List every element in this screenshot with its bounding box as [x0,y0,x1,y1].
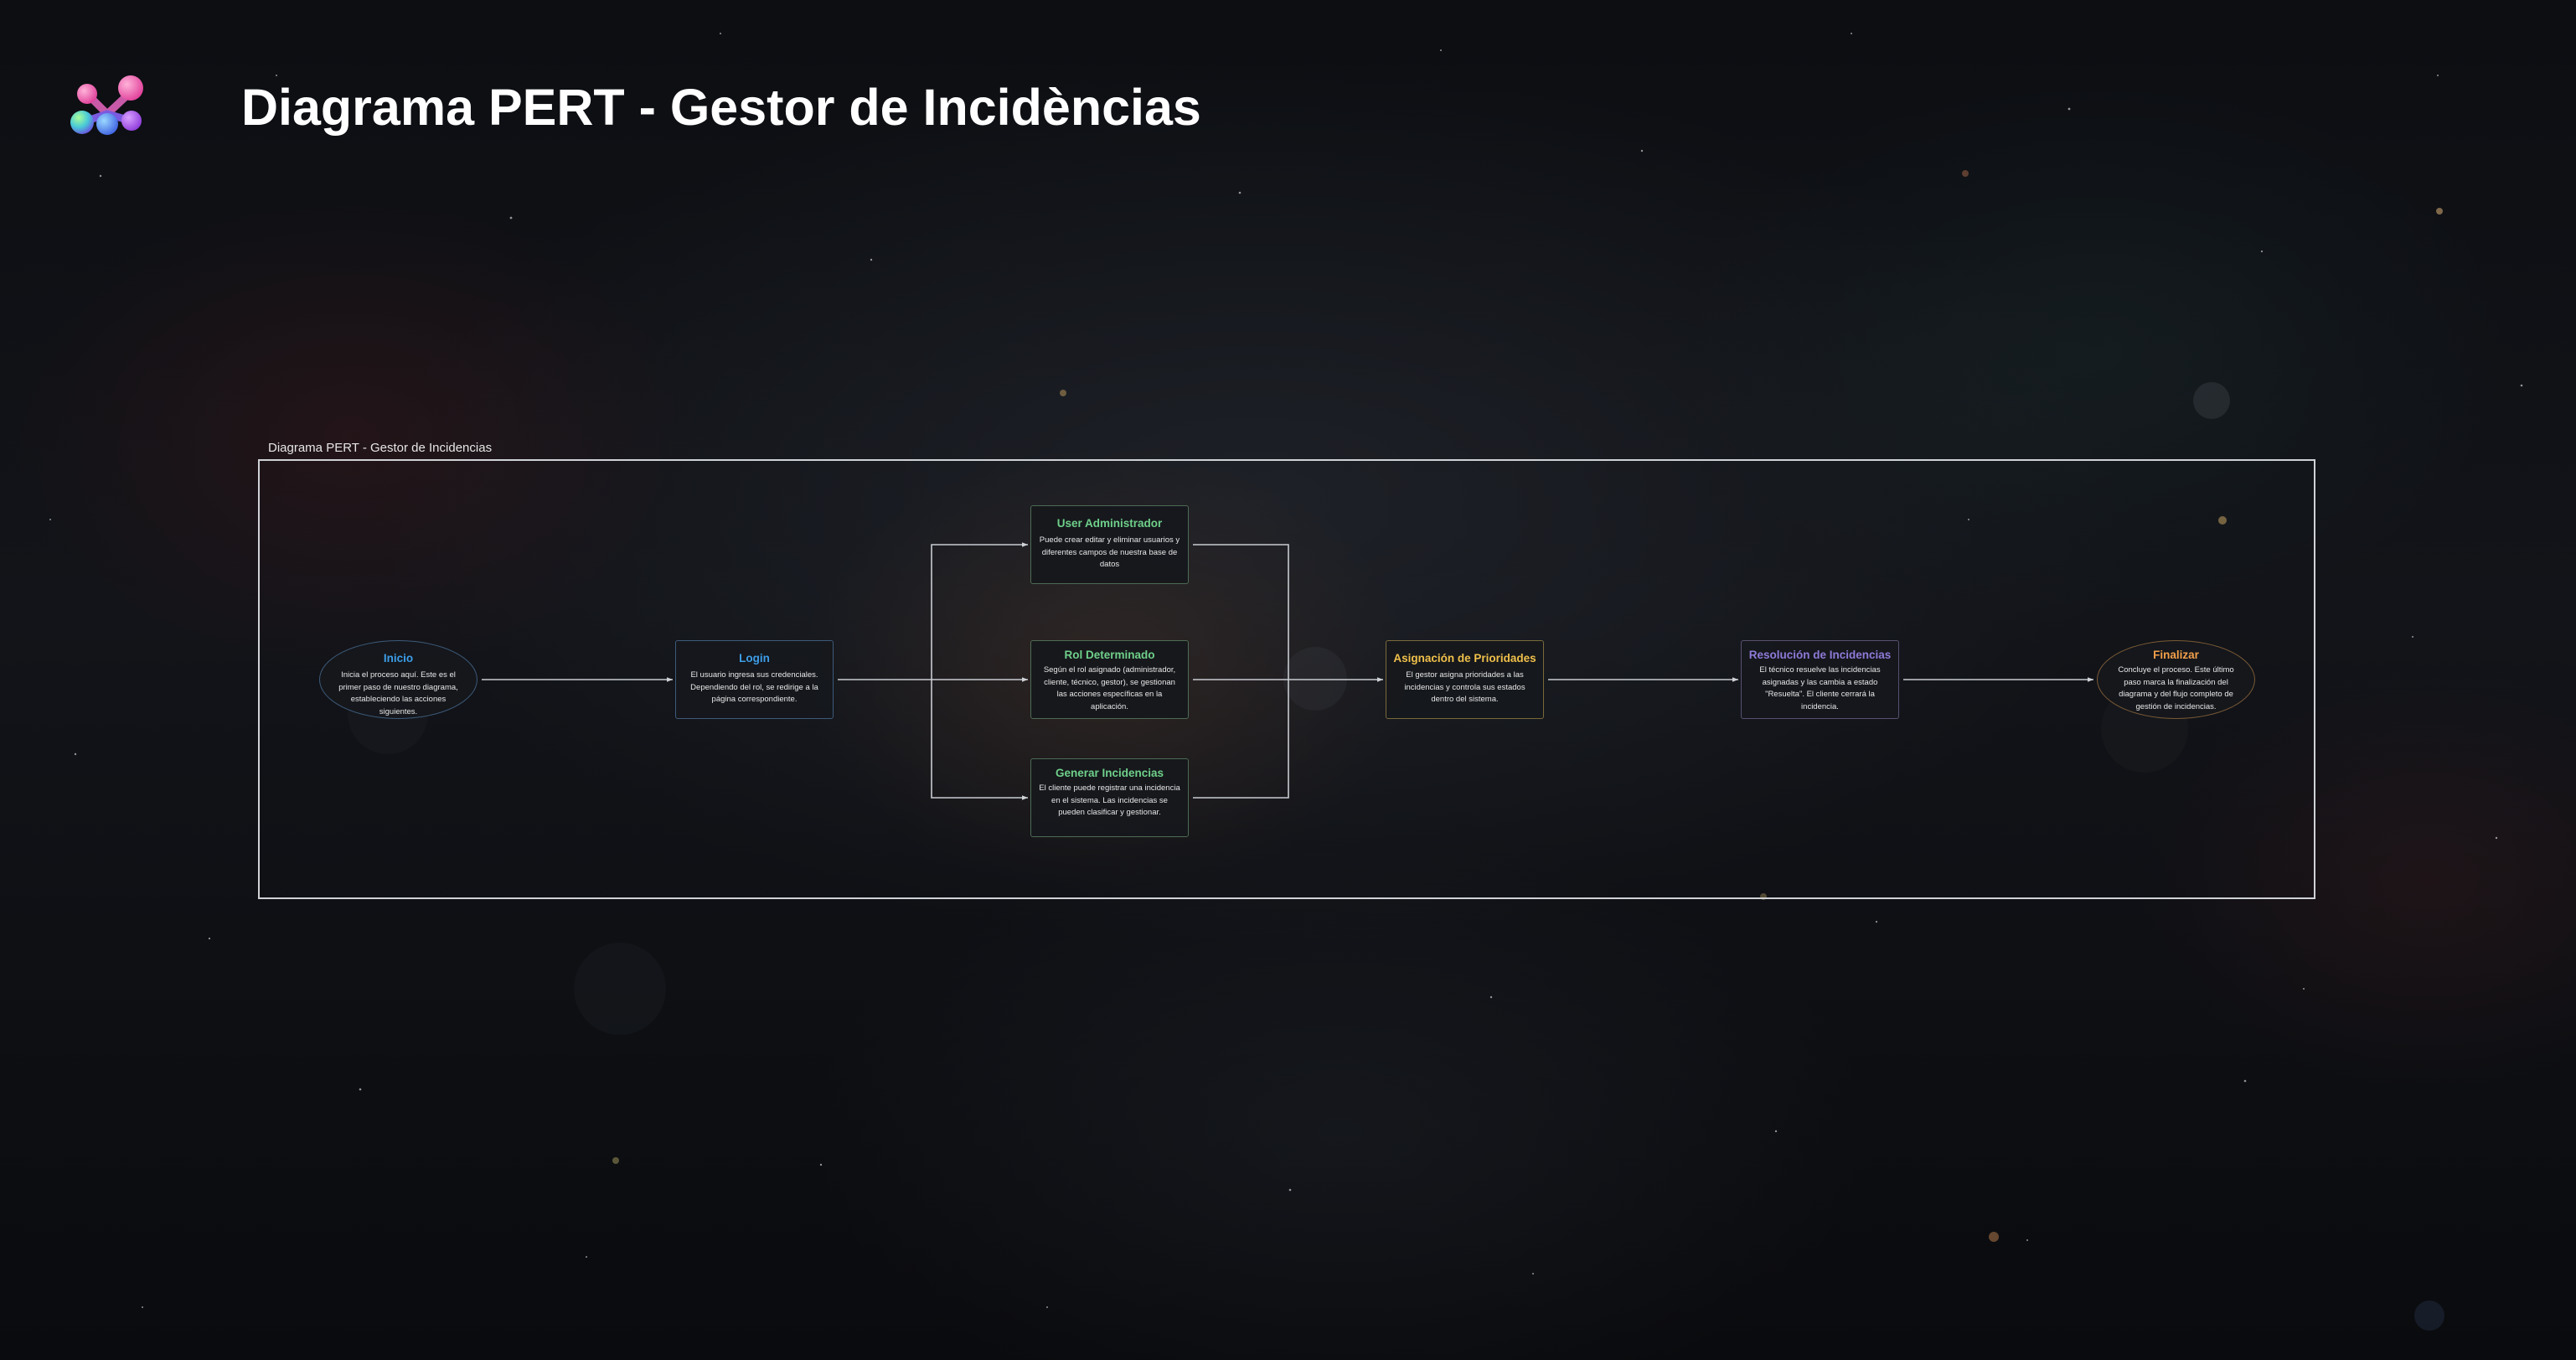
page-title: Diagrama PERT - Gestor de Incidèncias [241,79,1201,136]
edge-generar-asignacion [1193,680,1289,799]
node-login-title: Login [739,652,770,664]
node-inicio-description: Inicia el proceso aquí. Este es el prime… [338,670,458,716]
node-rol-determinado-description: Según el rol asignado (administrador, cl… [1043,665,1176,711]
node-user-administrador-description: Puede crear editar y eliminar usuarios y… [1039,535,1180,569]
node-inicio-title: Inicio [383,652,414,664]
diagram-frame [258,459,2315,899]
node-generar-incidencias-title: Generar Incidencias [1055,767,1164,779]
node-login[interactable]: Login El usuario ingresa sus credenciale… [675,640,834,719]
edge-login-generar [931,680,1028,800]
molecule-logo-icon [67,74,147,141]
node-finalizar[interactable]: Finalizar Concluye el proceso. Este últi… [2097,640,2255,719]
node-user-administrador[interactable]: User Administrador Puede crear editar y … [1030,505,1189,584]
node-asignacion-prioridades-title: Asignación de Prioridades [1393,652,1536,664]
edge-login-user-admin [931,542,1028,680]
node-finalizar-title: Finalizar [2153,649,2199,661]
header: Diagrama PERT - Gestor de Incidèncias [67,74,1201,141]
node-inicio[interactable]: Inicio Inicia el proceso aquí. Este es e… [319,640,478,719]
node-generar-incidencias-description: El cliente puede registrar una incidenci… [1039,783,1180,817]
node-resolucion-incidencias-title: Resolución de Incidencias [1748,649,1892,661]
node-login-description: El usuario ingresa sus credenciales. Dep… [690,670,818,704]
node-rol-determinado-title: Rol Determinado [1064,649,1155,661]
node-user-administrador-title: User Administrador [1056,517,1163,530]
node-generar-incidencias[interactable]: Generar Incidencias El cliente puede reg… [1030,758,1189,837]
node-finalizar-description: Concluye el proceso. Este último paso ma… [2118,665,2234,711]
node-resolucion-incidencias[interactable]: Resolución de Incidencias El técnico res… [1741,640,1899,719]
node-asignacion-prioridades-description: El gestor asigna prioridades a las incid… [1404,670,1525,704]
node-asignacion-prioridades[interactable]: Asignación de Prioridades El gestor asig… [1386,640,1544,719]
node-resolucion-incidencias-description: El técnico resuelve las incidencias asig… [1759,665,1881,711]
node-rol-determinado[interactable]: Rol Determinado Según el rol asignado (a… [1030,640,1189,719]
edge-user-admin-asignacion [1193,544,1289,680]
diagram-frame-caption: Diagrama PERT - Gestor de Incidencias [268,441,493,455]
